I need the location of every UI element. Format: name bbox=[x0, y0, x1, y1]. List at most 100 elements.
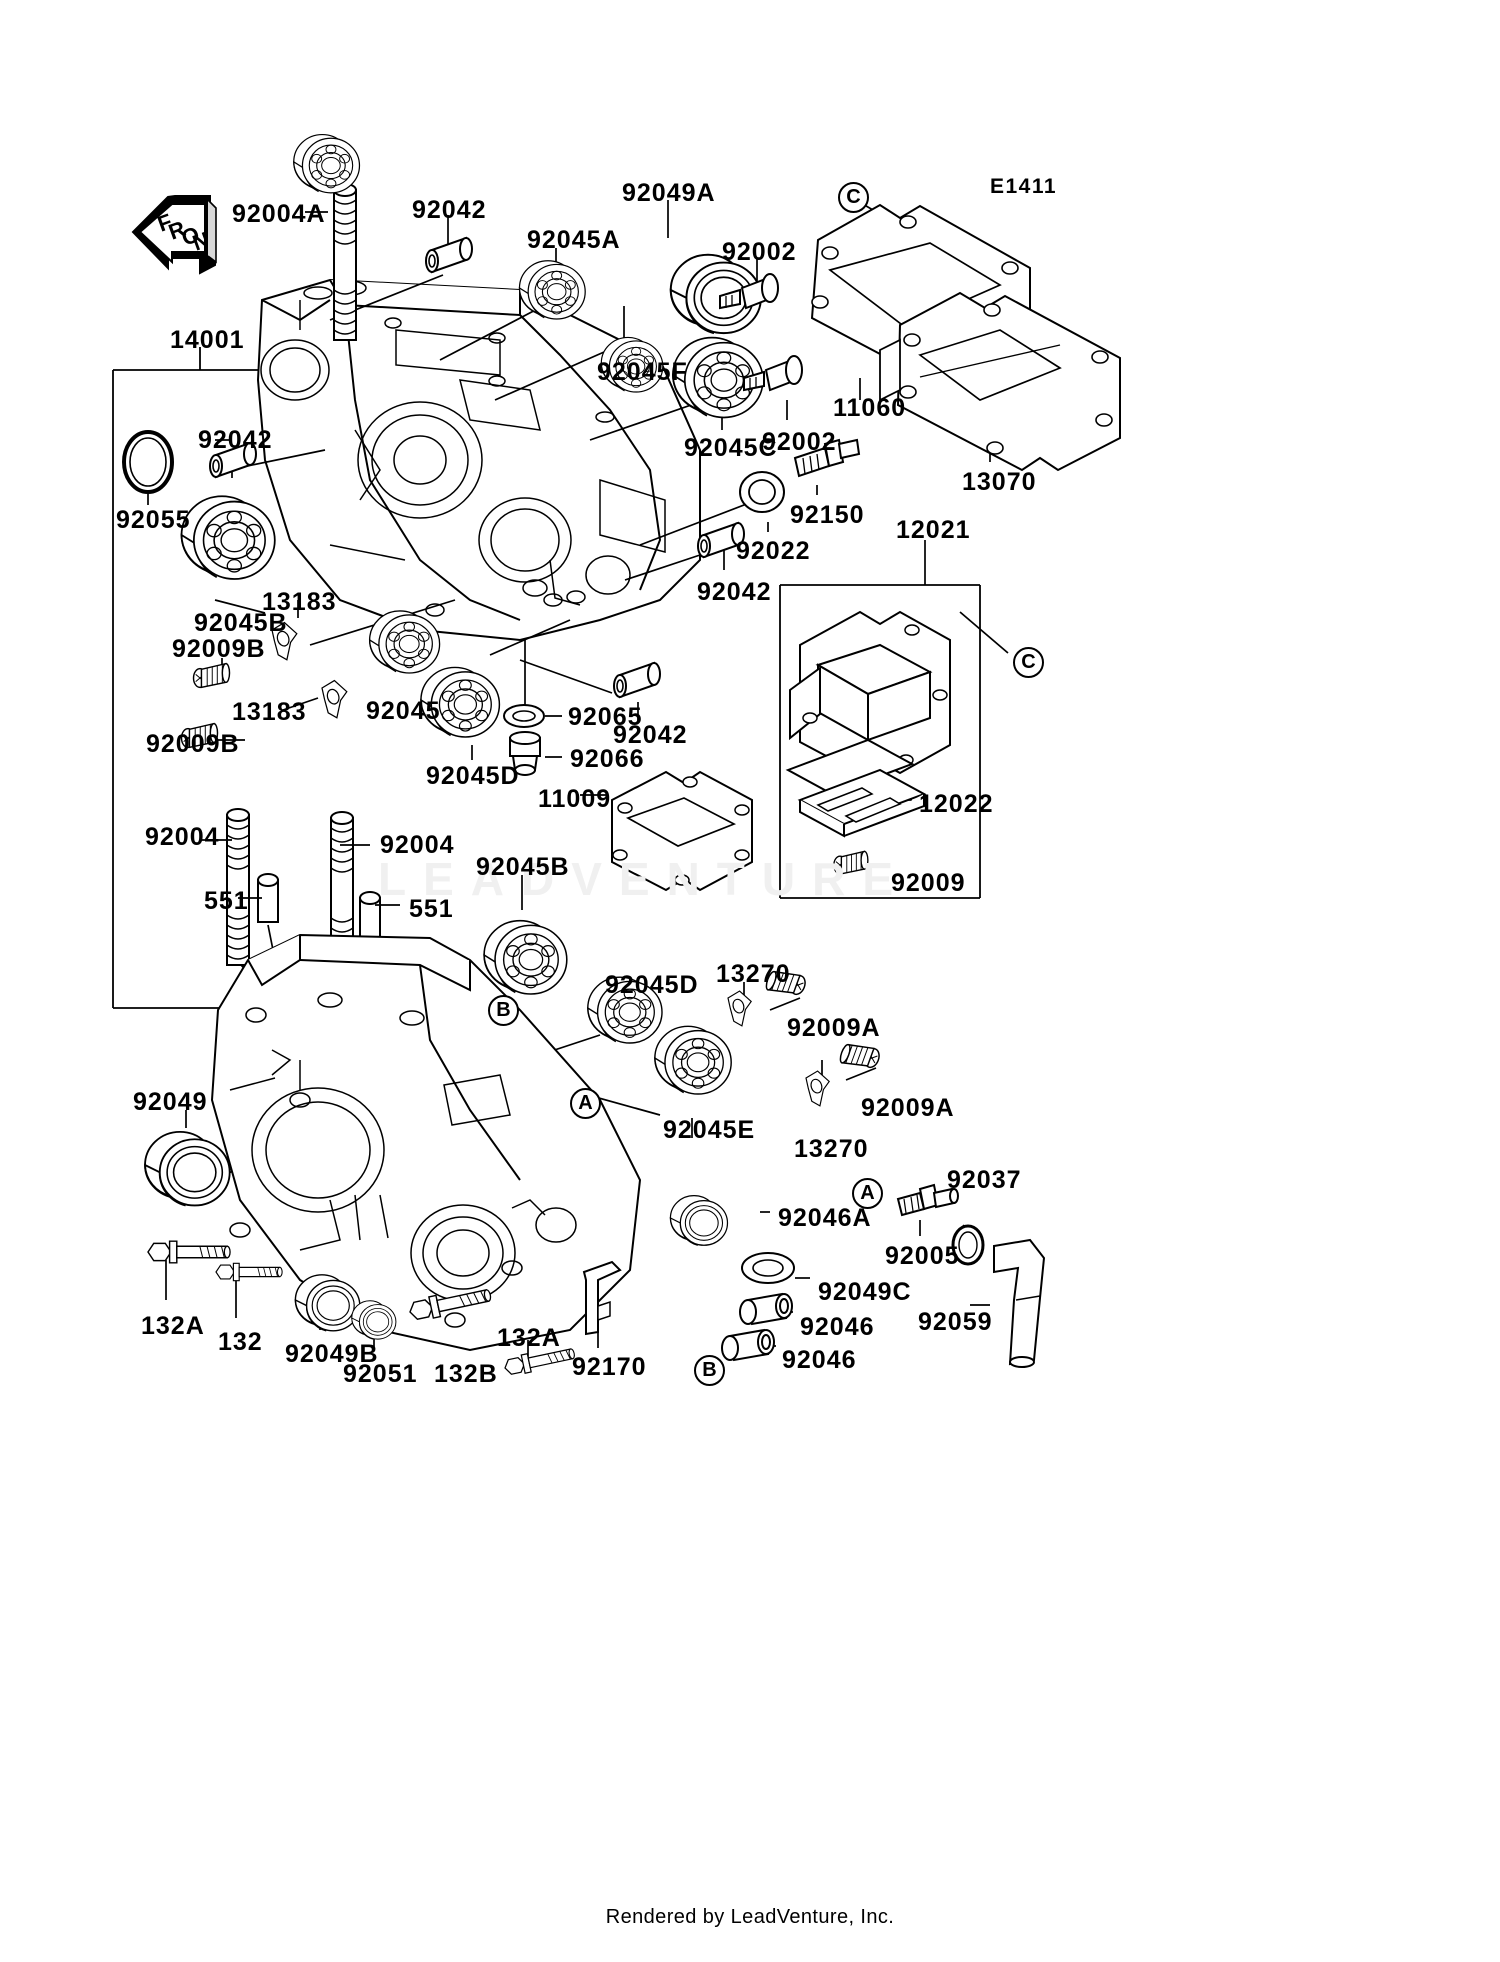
part-number-label[interactable]: 12021 bbox=[896, 516, 971, 544]
part-number-label[interactable]: 92046A bbox=[778, 1204, 872, 1232]
reed-petal-12022 bbox=[785, 738, 927, 838]
crankcase-lower-half bbox=[210, 933, 642, 1352]
part-number-label[interactable]: 92059 bbox=[918, 1308, 993, 1336]
reference-callout-c[interactable]: C bbox=[1013, 647, 1044, 678]
part-number-label[interactable]: 132 bbox=[218, 1328, 263, 1356]
part-number-label[interactable]: 132A bbox=[141, 1312, 205, 1340]
part-number-label[interactable]: 14001 bbox=[170, 326, 245, 354]
oil-seal-92049 bbox=[144, 1130, 231, 1207]
part-number-label[interactable]: 92045B bbox=[476, 853, 570, 881]
part-number-label[interactable]: 92066 bbox=[570, 745, 645, 773]
part-number-label[interactable]: 92009B bbox=[146, 730, 240, 758]
part-number-label[interactable]: 92009 bbox=[891, 869, 966, 897]
crankcase-upper-detail bbox=[260, 280, 666, 617]
part-number-label[interactable]: 92049A bbox=[622, 179, 716, 207]
washer-92065 bbox=[503, 704, 545, 728]
part-number-label[interactable]: 11060 bbox=[833, 394, 907, 422]
part-number-label[interactable]: 92042 bbox=[198, 426, 273, 454]
hose-92059 bbox=[993, 1238, 1046, 1368]
reference-callout-a[interactable]: A bbox=[852, 1178, 883, 1209]
part-number-label[interactable]: 551 bbox=[409, 895, 454, 923]
part-number-label[interactable]: 13183 bbox=[262, 588, 337, 616]
part-number-label[interactable]: 11009 bbox=[538, 785, 612, 813]
part-number-label[interactable]: 92042 bbox=[613, 721, 688, 749]
oring-92055 bbox=[122, 430, 174, 494]
part-number-label[interactable]: 92045E bbox=[663, 1116, 756, 1144]
collar-92046-b bbox=[721, 1328, 775, 1362]
part-number-label[interactable]: 92045B bbox=[194, 609, 288, 637]
part-number-label[interactable]: 92042 bbox=[412, 196, 487, 224]
reed-valve-13070 bbox=[879, 291, 1121, 472]
part-number-label[interactable]: 92046 bbox=[782, 1346, 857, 1374]
group-bracket-12021 bbox=[779, 584, 981, 899]
part-number-label[interactable]: 92004 bbox=[380, 831, 455, 859]
part-number-label[interactable]: 92045C bbox=[684, 434, 778, 462]
part-number-label[interactable]: 92022 bbox=[736, 537, 811, 565]
part-number-label[interactable]: 92042 bbox=[697, 578, 772, 606]
part-number-label[interactable]: 92049B bbox=[285, 1340, 379, 1368]
part-number-label[interactable]: 92051 bbox=[343, 1360, 418, 1388]
shift-pawl-13270-b bbox=[805, 1070, 830, 1107]
part-number-label[interactable]: 92049C bbox=[818, 1278, 912, 1306]
part-number-label[interactable]: 13270 bbox=[716, 960, 791, 988]
screw-92009 bbox=[833, 850, 869, 875]
bearing-92045E bbox=[654, 1025, 732, 1095]
part-number-label[interactable]: 92065 bbox=[568, 703, 643, 731]
part-number-label[interactable]: 13270 bbox=[794, 1135, 869, 1163]
part-number-label[interactable]: 92009A bbox=[861, 1094, 955, 1122]
stud-92004A bbox=[333, 183, 357, 341]
part-number-label[interactable]: 92002 bbox=[722, 238, 797, 266]
part-number-label[interactable]: 92045 bbox=[366, 697, 441, 725]
sensor-92005 bbox=[896, 1183, 959, 1217]
footer-credit: Rendered by LeadVenture, Inc. bbox=[605, 1906, 895, 1928]
washer-92049C bbox=[741, 1252, 795, 1284]
reference-callout-a[interactable]: A bbox=[570, 1088, 601, 1119]
bolt-132 bbox=[215, 1262, 283, 1282]
part-number-label[interactable]: 132B bbox=[434, 1360, 498, 1388]
part-number-label[interactable]: 92009A bbox=[787, 1014, 881, 1042]
shift-pawl-13270-a bbox=[727, 990, 752, 1027]
part-number-label[interactable]: 551 bbox=[204, 887, 249, 915]
bearing-92045B-lower bbox=[483, 919, 568, 995]
part-number-label[interactable]: 132A bbox=[497, 1324, 561, 1352]
oring-92037 bbox=[951, 1224, 985, 1266]
reference-callout-b[interactable]: B bbox=[694, 1355, 725, 1386]
washer-92150 bbox=[739, 471, 785, 513]
part-number-label[interactable]: 13070 bbox=[962, 468, 1037, 496]
reference-callout-b[interactable]: B bbox=[488, 995, 519, 1026]
part-number-label[interactable]: 92004A bbox=[232, 200, 326, 228]
part-number-label[interactable]: 92005 bbox=[885, 1242, 960, 1270]
part-number-label[interactable]: 92150 bbox=[790, 501, 865, 529]
part-number-label[interactable]: 92045D bbox=[426, 762, 520, 790]
reed-cage-12021 bbox=[789, 610, 951, 776]
part-number-label[interactable]: 92002 bbox=[762, 428, 837, 456]
part-number-label[interactable]: 92037 bbox=[947, 1166, 1022, 1194]
gasket-11009 bbox=[611, 770, 753, 892]
part-number-label[interactable]: 92045F bbox=[597, 358, 688, 386]
screw-92002-b bbox=[743, 355, 803, 392]
part-number-label[interactable]: 92049 bbox=[133, 1088, 208, 1116]
part-number-label[interactable]: 92009B bbox=[172, 635, 266, 663]
part-number-label[interactable]: 13183 bbox=[232, 698, 307, 726]
part-number-label[interactable]: 12022 bbox=[919, 790, 994, 818]
part-number-label[interactable]: 92046 bbox=[800, 1313, 875, 1341]
dowel-92042-d bbox=[613, 662, 661, 698]
plug-92066 bbox=[509, 731, 541, 776]
part-number-label[interactable]: 92055 bbox=[116, 506, 191, 534]
pin-551-right bbox=[359, 891, 381, 941]
screw-92002-a bbox=[719, 273, 779, 310]
dowel-92042-top bbox=[425, 237, 473, 273]
reference-callout-c[interactable]: C bbox=[838, 182, 869, 213]
part-number-label[interactable]: 92045D bbox=[605, 971, 699, 999]
part-number-label[interactable]: 92004 bbox=[145, 823, 220, 851]
part-number-label[interactable]: 92045A bbox=[527, 226, 621, 254]
shift-pawl-13183-b bbox=[321, 679, 348, 719]
diagram-code: E1411 bbox=[990, 175, 1058, 198]
collar-92046-a bbox=[739, 1292, 793, 1326]
bolt-92150-shaft bbox=[793, 438, 861, 478]
bolt-132A-a bbox=[147, 1240, 231, 1264]
screw-92009B-a bbox=[192, 662, 231, 689]
part-number-label[interactable]: 92170 bbox=[572, 1353, 647, 1381]
